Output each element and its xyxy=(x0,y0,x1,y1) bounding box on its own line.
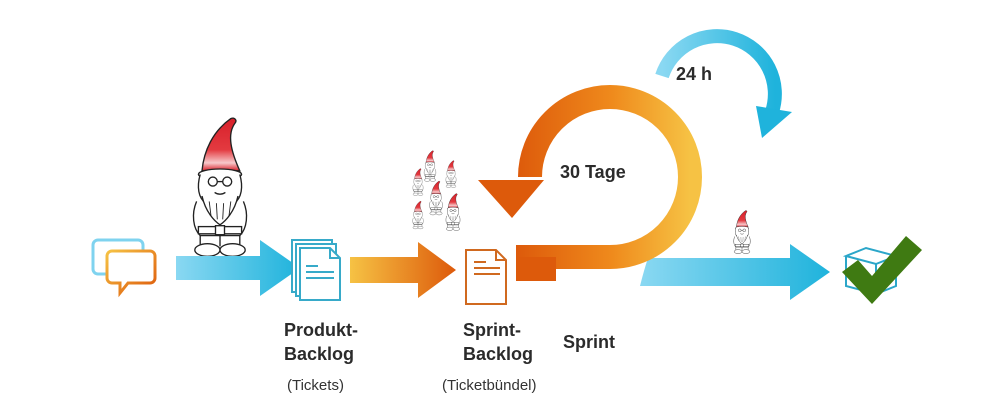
gnome-icon xyxy=(445,160,457,188)
document-icon xyxy=(465,249,507,305)
product-backlog-title-line2: Backlog xyxy=(284,344,355,364)
document-stack-icon xyxy=(291,239,341,301)
arrow-to-product-backlog xyxy=(176,240,300,296)
gnome-icon xyxy=(423,150,437,182)
sprint-backlog-title-line1: Sprint- xyxy=(463,320,521,340)
daily-cycle-label: 24 h xyxy=(676,64,713,84)
sprint-backlog-label: Sprint- Backlog xyxy=(463,318,533,366)
daily-loop-arrow xyxy=(655,29,792,138)
box-checkmark-icon xyxy=(842,236,922,304)
arrow-to-sprint-backlog xyxy=(350,242,456,298)
gnome-scrum-master-icon xyxy=(733,210,751,254)
sprint-backlog-title-line2: Backlog xyxy=(463,344,534,364)
sprint-label: Sprint xyxy=(563,332,615,352)
arrow-to-increment xyxy=(640,244,830,300)
sprint-backlog-subtitle: (Ticketbündel) xyxy=(442,377,537,394)
gnome-icon xyxy=(412,201,424,230)
product-backlog-subtitle: (Tickets) xyxy=(287,377,344,394)
product-backlog-label: Produkt- Backlog xyxy=(284,318,358,366)
gnome-icon xyxy=(429,180,443,216)
speech-bubbles-icon xyxy=(91,238,157,298)
development-team-gnomes xyxy=(412,150,461,231)
sprint-loop-arrow xyxy=(478,85,702,281)
gnome-product-owner-icon xyxy=(192,117,248,258)
product-backlog-title-line1: Produkt- xyxy=(284,320,358,340)
gnome-icon xyxy=(412,168,424,196)
sprint-cycle-label: 30 Tage xyxy=(560,162,626,182)
gnome-icon xyxy=(445,193,461,231)
